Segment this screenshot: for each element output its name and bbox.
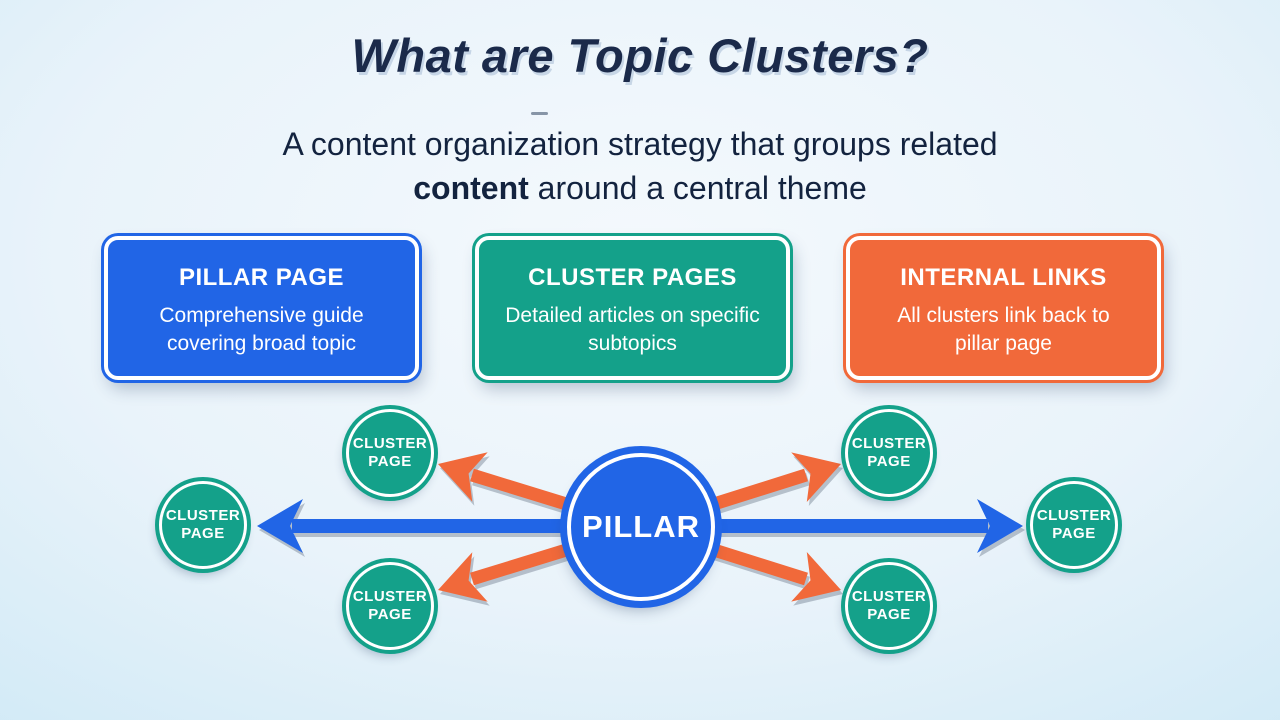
pillar-page-card: PILLAR PAGE Comprehensive guide covering… bbox=[104, 236, 419, 380]
page-title: What are Topic Clusters? bbox=[351, 29, 929, 82]
cluster-label: CLUSTER bbox=[851, 435, 927, 452]
cluster-node-top-left: CLUSTER PAGE bbox=[346, 409, 434, 497]
pillar-node: PILLAR bbox=[567, 453, 715, 601]
subtitle-line1: A content organization strategy that gro… bbox=[282, 126, 998, 162]
pillar-node-label: PILLAR bbox=[582, 509, 700, 544]
internal-links-card-body: All clusters link back to pillar page bbox=[897, 304, 1110, 355]
cluster-label: CLUSTER bbox=[851, 588, 927, 605]
cluster-pages-card: CLUSTER PAGES Detailed articles on speci… bbox=[475, 236, 790, 380]
subtitle-bold-word: content bbox=[413, 170, 529, 206]
cluster-label: PAGE bbox=[368, 606, 412, 623]
cluster-node-top-right: CLUSTER PAGE bbox=[845, 409, 933, 497]
internal-links-card-title: INTERNAL LINKS bbox=[900, 264, 1107, 291]
cluster-pages-card-title: CLUSTER PAGES bbox=[528, 264, 737, 291]
cluster-label: PAGE bbox=[368, 453, 412, 470]
cluster-node-far-left: CLUSTER PAGE bbox=[159, 481, 247, 569]
internal-links-card: INTERNAL LINKS All clusters link back to… bbox=[846, 236, 1161, 380]
pillar-page-card-title: PILLAR PAGE bbox=[178, 264, 345, 291]
cluster-label: PAGE bbox=[1052, 525, 1096, 542]
cluster-label: PAGE bbox=[867, 453, 911, 470]
pillar-page-card-body: Comprehensive guide covering broad topic bbox=[159, 304, 364, 355]
cluster-label: PAGE bbox=[867, 606, 911, 623]
stray-dash-mark bbox=[531, 112, 548, 115]
subtitle-line2-rest: around a central theme bbox=[528, 170, 867, 206]
cluster-label: CLUSTER bbox=[1036, 507, 1112, 524]
cluster-label: CLUSTER bbox=[165, 507, 241, 524]
legend-cards: PILLAR PAGE Comprehensive guide covering… bbox=[104, 236, 1161, 380]
cluster-node-bottom-left: CLUSTER PAGE bbox=[346, 562, 434, 650]
cluster-label: CLUSTER bbox=[352, 435, 428, 452]
cluster-label: CLUSTER bbox=[352, 588, 428, 605]
cluster-node-far-right: CLUSTER PAGE bbox=[1030, 481, 1118, 569]
cluster-node-bottom-right: CLUSTER PAGE bbox=[845, 562, 933, 650]
page-subtitle: A content organization strategy that gro… bbox=[0, 122, 1280, 210]
cluster-label: PAGE bbox=[181, 525, 225, 542]
cluster-pages-card-body: Detailed articles on specific subtopics bbox=[505, 304, 760, 355]
